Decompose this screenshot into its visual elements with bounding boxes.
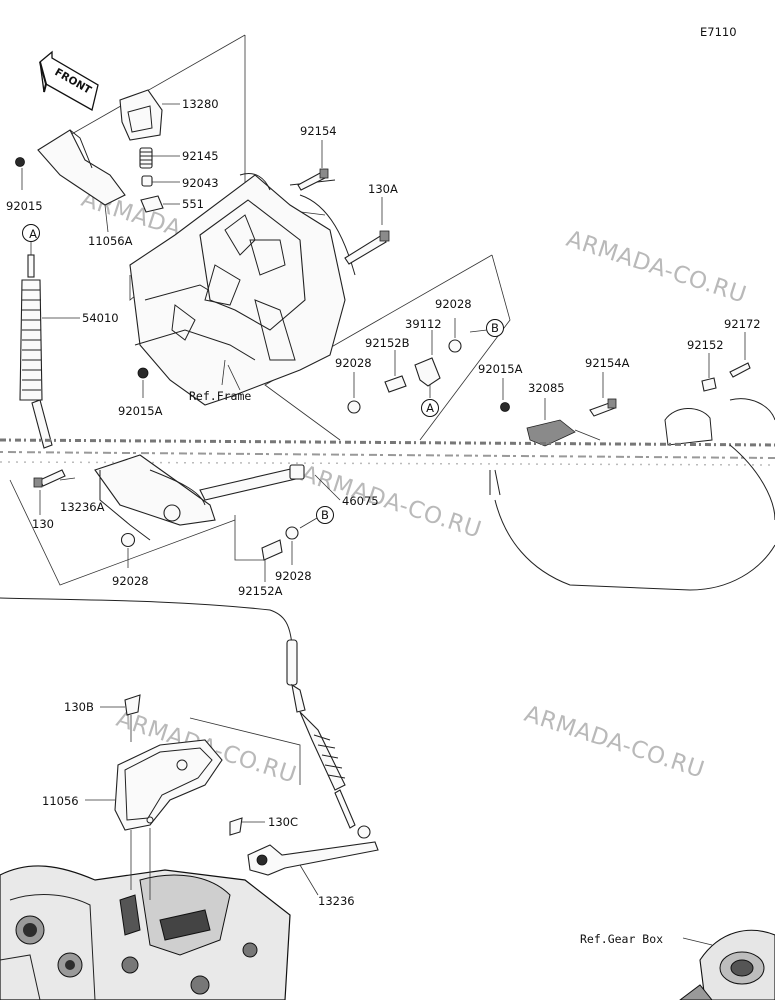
watermark-3: ARMADA-CO.RU [298,461,484,544]
label-92015A-right: 92015A [478,362,523,376]
label-39112: 39112 [405,317,442,331]
label-11056A: 11056A [88,234,133,248]
gear-box [678,929,775,1001]
label-92152B: 92152B [365,336,410,350]
label-92028-d: 92028 [275,569,312,583]
label-11056: 11056 [42,794,79,808]
frame-drawing [129,173,356,406]
label-92015A-left: 92015A [118,404,163,418]
label-13236A: 13236A [60,500,105,514]
label-130A: 130A [368,182,398,196]
watermark-4: ARMADA-CO.RU [521,701,707,784]
callout-a-mid: A [426,401,434,415]
label-46075: 46075 [342,494,379,508]
bracket-11056 [85,694,301,831]
front-arrow: FRONT [39,50,99,111]
label-92172: 92172 [724,317,761,331]
bolts-92154-130A [297,140,390,265]
label-92145: 92145 [182,149,219,163]
label-130: 130 [32,517,54,531]
right-upper-parts [500,372,617,447]
watermark-2: ARMADA-CO.RU [563,226,749,309]
label-54010: 54010 [82,311,119,325]
label-92043: 92043 [182,176,219,190]
callout-b-upper-circle [486,319,504,337]
bolt-130 [33,469,66,515]
label-92015: 92015 [6,199,43,213]
lever-13236A [9,454,305,586]
label-130B: 130B [64,700,94,714]
detent-stack [119,89,180,213]
label-92028-b: 92028 [435,297,472,311]
label-13280: 13280 [182,97,219,111]
transmission [0,828,291,1001]
label-130C: 130C [268,815,298,829]
label-13236: 13236 [318,894,355,908]
pivot-parts [347,318,462,417]
label-92028-a: 92028 [335,356,372,370]
callout-b-upper: B [491,321,499,335]
label-92152A: 92152A [238,584,283,598]
body-outline-right [489,444,775,591]
label-92154: 92154 [300,124,337,138]
lever-13236 [229,817,379,896]
callout-a-left: A [29,227,37,241]
washer-92028-c [120,532,136,548]
nut-92015A-left [137,367,149,379]
far-right-parts [664,332,775,446]
label-551: 551 [182,197,204,211]
label-92028-c: 92028 [112,574,149,588]
ref-frame: Ref.Frame [189,389,251,403]
diagram-code: E7110 [700,25,737,39]
callout-b-lower: B [321,508,329,522]
ref-gear-box: Ref.Gear Box [580,932,663,946]
label-32085: 32085 [528,381,565,395]
label-92154A: 92154A [585,356,630,370]
bracket-11056A [15,129,126,233]
break-line [0,438,775,466]
shift-cable-lower [0,597,371,839]
sleeve-92152A [234,506,334,582]
cable-54010 [19,224,80,449]
label-92152: 92152 [687,338,724,352]
